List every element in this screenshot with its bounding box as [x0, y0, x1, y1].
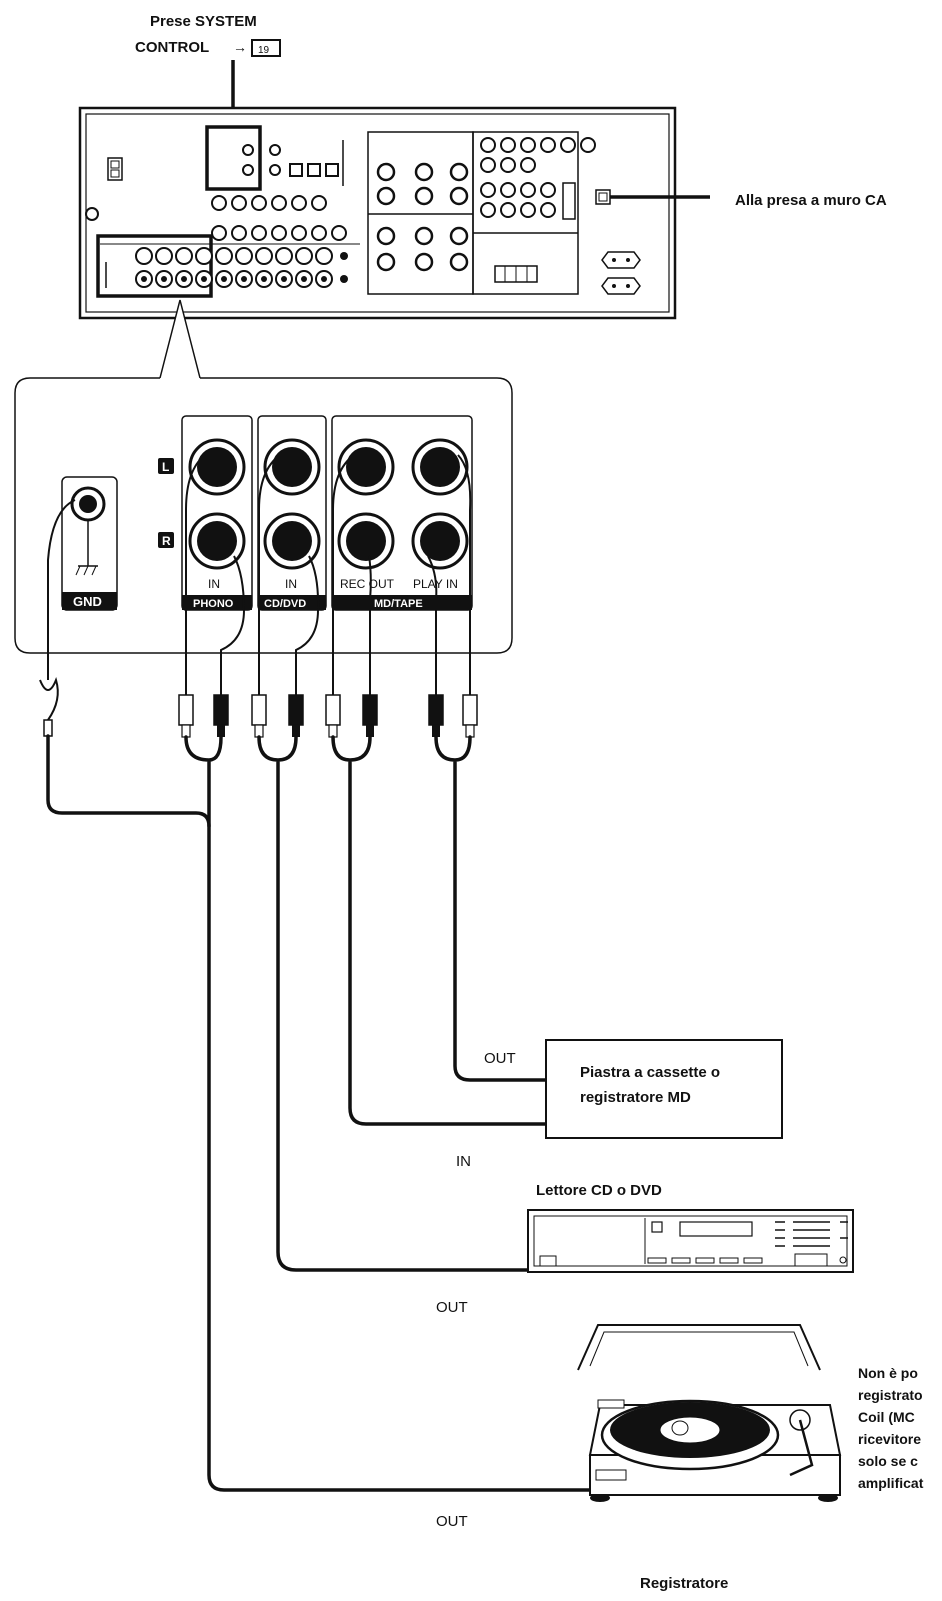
svg-text:registrato: registrato	[858, 1387, 923, 1403]
svg-text:Coil (MC: Coil (MC	[858, 1409, 915, 1425]
cd-player-label: Lettore CD o DVD	[536, 1182, 662, 1199]
system-control-jacks	[205, 125, 262, 191]
cd-cable	[257, 735, 530, 1272]
turntable-label: Registratore	[640, 1575, 728, 1592]
book-ref-icon: 19	[251, 39, 281, 57]
svg-text:Piastra a cassette o: Piastra a cassette o	[580, 1064, 720, 1081]
left-channel-marker: L	[162, 460, 169, 474]
svg-text:19: 19	[258, 45, 270, 56]
page-arrow: →	[233, 39, 247, 55]
cd-player-icon	[527, 1209, 854, 1273]
ac-outlet-label: Alla presa a muro CA	[735, 192, 887, 209]
tape-out-label: OUT	[484, 1050, 516, 1067]
svg-text:ricevitore: ricevitore	[858, 1431, 921, 1447]
receiver-rear-panel	[78, 106, 710, 320]
system-control-label-1: Prese SYSTEM	[150, 13, 257, 30]
svg-text:amplificat: amplificat	[858, 1475, 924, 1491]
svg-text:registratore MD: registratore MD	[580, 1089, 691, 1106]
cd-out-label: OUT	[436, 1299, 468, 1316]
phono-bar: PHONO	[193, 598, 234, 610]
tape-out-cable	[434, 735, 548, 1082]
md-tape-jacks: REC OUT PLAY IN	[331, 415, 473, 611]
tape-in-label: IN	[456, 1153, 471, 1170]
phono-cable	[184, 735, 592, 1492]
svg-text:IN: IN	[208, 577, 220, 591]
svg-text:Non è po: Non è po	[858, 1365, 918, 1381]
audio-jacks-highlight	[96, 234, 213, 298]
zoom-callout	[14, 299, 513, 654]
cd-dvd-bar: CD/DVD	[264, 598, 306, 610]
tape-in-cable	[331, 735, 548, 1126]
svg-text:GND: GND	[73, 594, 102, 609]
system-control-label-2: CONTROL	[135, 39, 209, 56]
svg-text:IN: IN	[285, 577, 297, 591]
md-tape-bar: MD/TAPE	[374, 598, 423, 610]
gnd-terminal: GND	[61, 476, 118, 611]
svg-text:solo se c: solo se c	[858, 1453, 918, 1469]
turntable-out-label: OUT	[436, 1513, 468, 1530]
right-channel-marker: R	[162, 534, 171, 548]
cd-dvd-jacks: IN	[257, 415, 327, 611]
ground-cable	[46, 734, 211, 828]
turntable-icon	[577, 1324, 842, 1502]
svg-text:REC OUT: REC OUT	[340, 577, 395, 591]
tape-deck-box: Piastra a cassette o registratore MD	[545, 1039, 783, 1139]
rca-plugs	[39, 676, 478, 738]
mc-note: Non è po registrato Coil (MC ricevitore …	[858, 1365, 924, 1491]
